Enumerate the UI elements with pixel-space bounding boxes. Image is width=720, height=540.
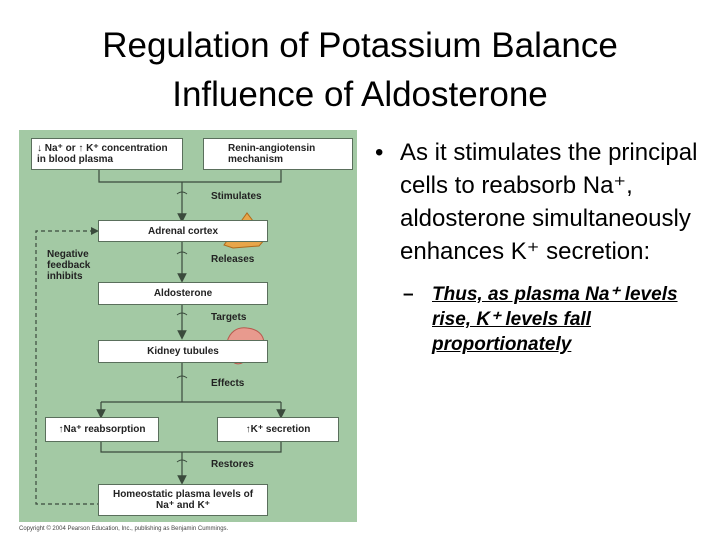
- negative-feedback-label: Negative feedback inhibits: [47, 249, 91, 282]
- targets-label: Targets: [211, 312, 247, 323]
- adrenal-cortex-box: Adrenal cortex: [98, 220, 268, 242]
- k-secretion-box: ↑K⁺ secretion: [217, 417, 339, 442]
- na-reabsorption-box: ↑Na⁺ reabsorption: [45, 417, 159, 442]
- ion-concentration-box: ↓ Na⁺ or ↑ K⁺ concentration in blood pla…: [31, 138, 183, 170]
- merge-left-line: [98, 170, 182, 183]
- feedback-loop-line: [35, 230, 101, 505]
- stimulates-label: Stimulates: [211, 191, 262, 202]
- effects-label: Effects: [211, 378, 245, 389]
- aldosterone-flow-diagram: ↓ Na⁺ or ↑ K⁺ concentration in blood pla…: [19, 130, 357, 522]
- bullet-main-text: As it stimulates the principal cells to …: [400, 139, 698, 265]
- kidney-tubules-box: Kidney tubules: [98, 340, 268, 363]
- merge-bottom-right: [182, 442, 282, 453]
- slide-title: Regulation of Potassium Balance: [102, 26, 618, 65]
- aldosterone-box: Aldosterone: [98, 282, 268, 305]
- bullet-list: • As it stimulates the principal cells t…: [372, 136, 712, 357]
- merge-bottom-left: [100, 442, 182, 453]
- bullet-sub: – Thus, as plasma Na⁺ levels rise, K⁺ le…: [372, 282, 712, 357]
- homeostatic-box: Homeostatic plasma levels of Na⁺ and K⁺: [98, 484, 268, 516]
- releases-label: Releases: [211, 254, 255, 265]
- dash-icon: –: [403, 284, 414, 305]
- bullet-dot-icon: •: [375, 139, 384, 166]
- bullet-main: • As it stimulates the principal cells t…: [372, 136, 712, 268]
- bullet-sub-text: Thus, as plasma Na⁺ levels rise, K⁺ leve…: [432, 284, 678, 355]
- merge-right-line: [182, 170, 282, 183]
- slide-subtitle: Influence of Aldosterone: [172, 75, 548, 114]
- diagram-connectors: [35, 170, 286, 505]
- restores-label: Restores: [211, 459, 254, 470]
- copyright-notice: Copyright © 2004 Pearson Education, Inc.…: [19, 526, 229, 532]
- renin-box: Renin-angiotensin mechanism: [203, 138, 353, 170]
